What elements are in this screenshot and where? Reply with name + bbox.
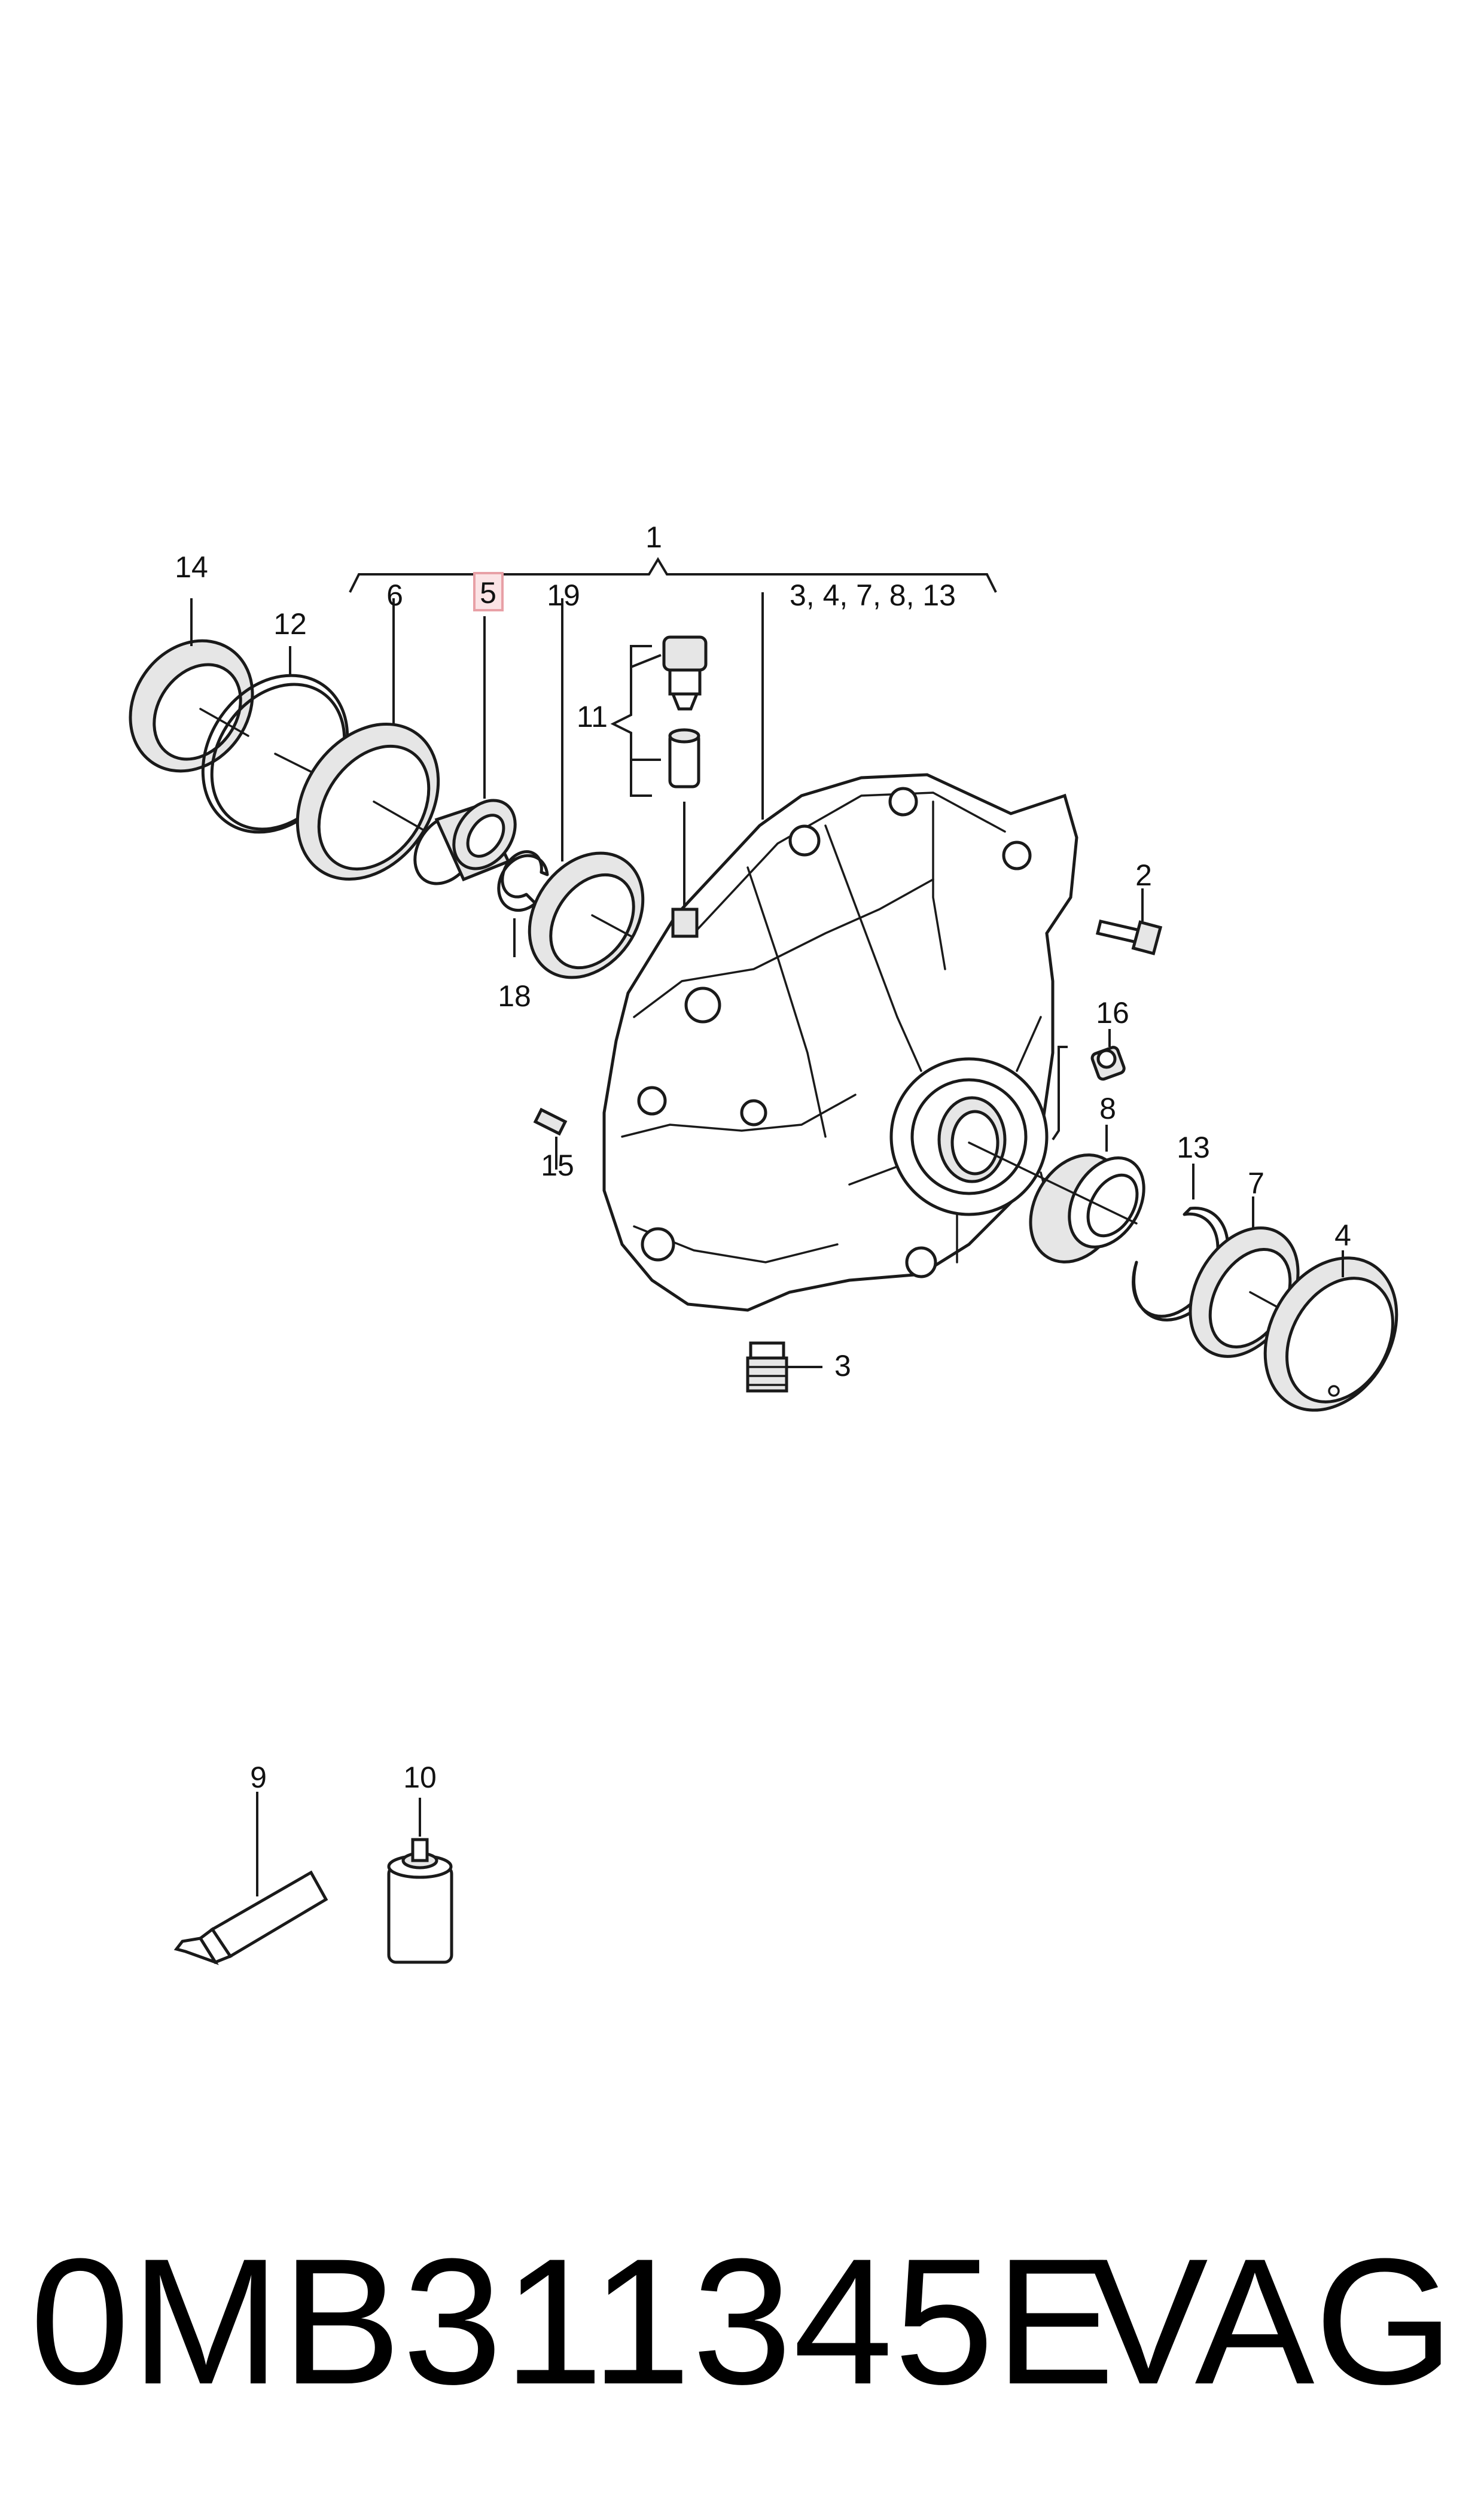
brand-label: VAG xyxy=(1088,2221,1454,2422)
callout-8[interactable]: 8 xyxy=(1099,1092,1116,1125)
callout-5[interactable]: 5 xyxy=(480,576,496,610)
gearbox-housing[interactable] xyxy=(602,592,1078,1312)
part-11-breather[interactable] xyxy=(610,635,708,797)
callout-9[interactable]: 9 xyxy=(250,1761,267,1794)
part-10-container[interactable] xyxy=(387,1798,453,1964)
callout-10[interactable]: 10 xyxy=(403,1761,437,1794)
part-16-plug[interactable] xyxy=(1052,1029,1126,1141)
callout-7[interactable]: 7 xyxy=(1248,1167,1264,1200)
callout-2[interactable]: 2 xyxy=(1135,858,1152,892)
group-bracket-1 xyxy=(349,557,997,593)
part-15-pin[interactable] xyxy=(533,1107,568,1170)
part-5-needle-bearing[interactable] xyxy=(403,616,528,896)
callout-15[interactable]: 15 xyxy=(541,1149,574,1182)
part-2-bolt[interactable] xyxy=(1095,888,1163,955)
callout-1[interactable]: 1 xyxy=(645,520,662,554)
callout-13[interactable]: 13 xyxy=(1177,1131,1210,1164)
callout-14[interactable]: 14 xyxy=(175,550,208,584)
callout-16[interactable]: 16 xyxy=(1096,996,1129,1030)
callout-6[interactable]: 6 xyxy=(386,578,403,612)
callout-1-group: 3, 4, 7, 8, 13 xyxy=(790,578,956,612)
callout-19[interactable]: 19 xyxy=(547,578,580,612)
callout-12[interactable]: 12 xyxy=(273,607,307,641)
callout-18[interactable]: 18 xyxy=(498,979,531,1013)
part-6-bearing-race[interactable] xyxy=(269,598,468,906)
part-4-cover[interactable] xyxy=(1239,1234,1423,1434)
part-8-bearing[interactable] xyxy=(968,1125,1159,1278)
callout-3[interactable]: 3 xyxy=(834,1349,851,1383)
callout-11[interactable]: 11 xyxy=(577,700,608,733)
part-9-grease-tube[interactable] xyxy=(173,1792,328,1965)
footer: 0MB311345E VAG xyxy=(0,2208,1484,2435)
part-3-drain-plug[interactable] xyxy=(746,1341,822,1393)
part-19-seal[interactable] xyxy=(506,598,666,999)
callout-4[interactable]: 4 xyxy=(1334,1219,1351,1252)
part-number: 0MB311345E xyxy=(30,2221,1116,2422)
highlight-box-5 xyxy=(473,572,504,611)
part-14-seal[interactable] xyxy=(105,598,278,795)
